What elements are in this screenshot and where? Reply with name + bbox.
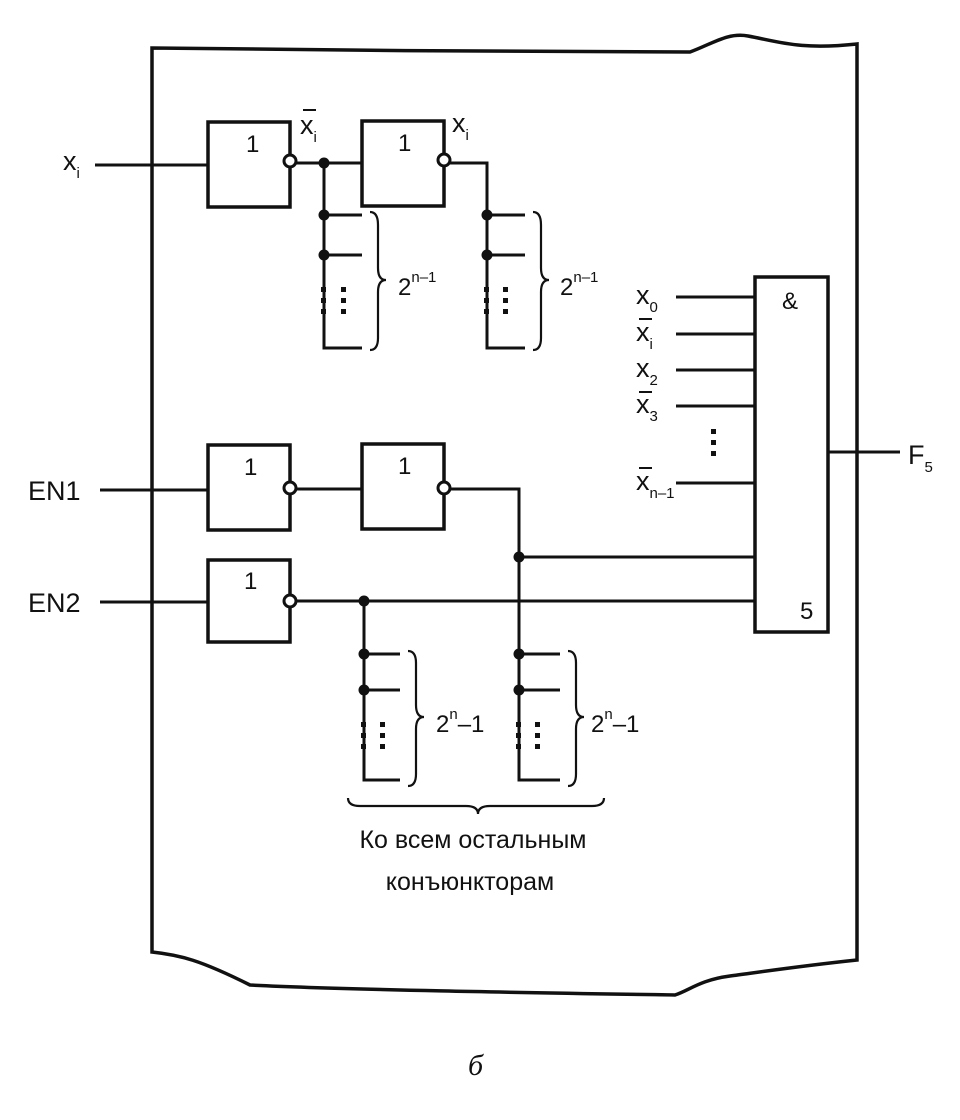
and-input-xn1bar: xn–1 [636,466,675,502]
frame-border [150,33,859,997]
fanout-bl-label: 2n–1 [436,706,484,738]
and-gate-5 [753,275,830,634]
inverter-bubble-2 [436,152,452,168]
input-en2-label: EN2 [28,588,81,618]
junction-dot [358,648,370,660]
junction-dot [318,209,330,221]
junction-dot [481,249,493,261]
and-input-xibar: xi [636,317,653,353]
junction-dot [513,551,525,563]
inverter-bubble-5 [282,593,298,609]
and-gate-symbol: & [782,288,798,315]
inverter-bubble-3 [282,480,298,496]
ellipsis-dots-bl [361,722,385,749]
fanout-br-label: 2n–1 [591,706,639,738]
xi-out-label: xi [452,108,469,144]
figure-label: б [468,1049,484,1082]
output-f5-label: F5 [908,440,933,476]
not-gate-2-label: 1 [398,130,411,157]
junction-dot [513,684,525,696]
xibar-label: xi [300,110,317,146]
brace-tl [369,210,387,352]
and-input-x0: x0 [636,280,658,316]
brace-bl [407,649,425,788]
junction-dot [318,157,330,169]
and-input-x2: x2 [636,353,658,389]
input-xi-label: xi [63,146,80,182]
not-gate-3 [206,443,292,532]
junction-dot [358,684,370,696]
fanout-tl-label: 2n–1 [398,269,436,301]
fanout-tr-label: 2n–1 [560,269,598,301]
not-gate-4 [360,442,446,531]
ellipsis-dots-tr [484,287,508,314]
wire-en2-trunk [362,601,400,782]
brace-bottom [346,797,606,815]
not-gate-2 [360,119,446,208]
brace-br [567,649,585,788]
brace-tr [532,210,550,352]
not-gate-5-label: 1 [244,568,257,595]
junction-dot [358,595,370,607]
ellipsis-dots-br [516,722,540,749]
and-input-x3bar: x3 [636,389,658,425]
caption-line1: Ко всем остальным [359,826,586,854]
junction-dot [513,648,525,660]
inverter-bubble-4 [436,480,452,496]
wire-en1-trunk [450,487,560,782]
junction-dot [481,209,493,221]
input-en1-label: EN1 [28,476,81,506]
not-gate-1-label: 1 [246,131,259,158]
fanout-tl-trunk [322,163,362,350]
ellipsis-dots-tl [321,287,346,314]
inverter-bubble-1 [282,153,298,169]
caption-line2: конъюнкторам [386,868,554,896]
and-input-ellipsis [711,429,716,456]
not-gate-3-label: 1 [244,454,257,481]
not-gate-4-label: 1 [398,453,411,480]
and-gate-number: 5 [800,598,813,625]
junction-dot [318,249,330,261]
